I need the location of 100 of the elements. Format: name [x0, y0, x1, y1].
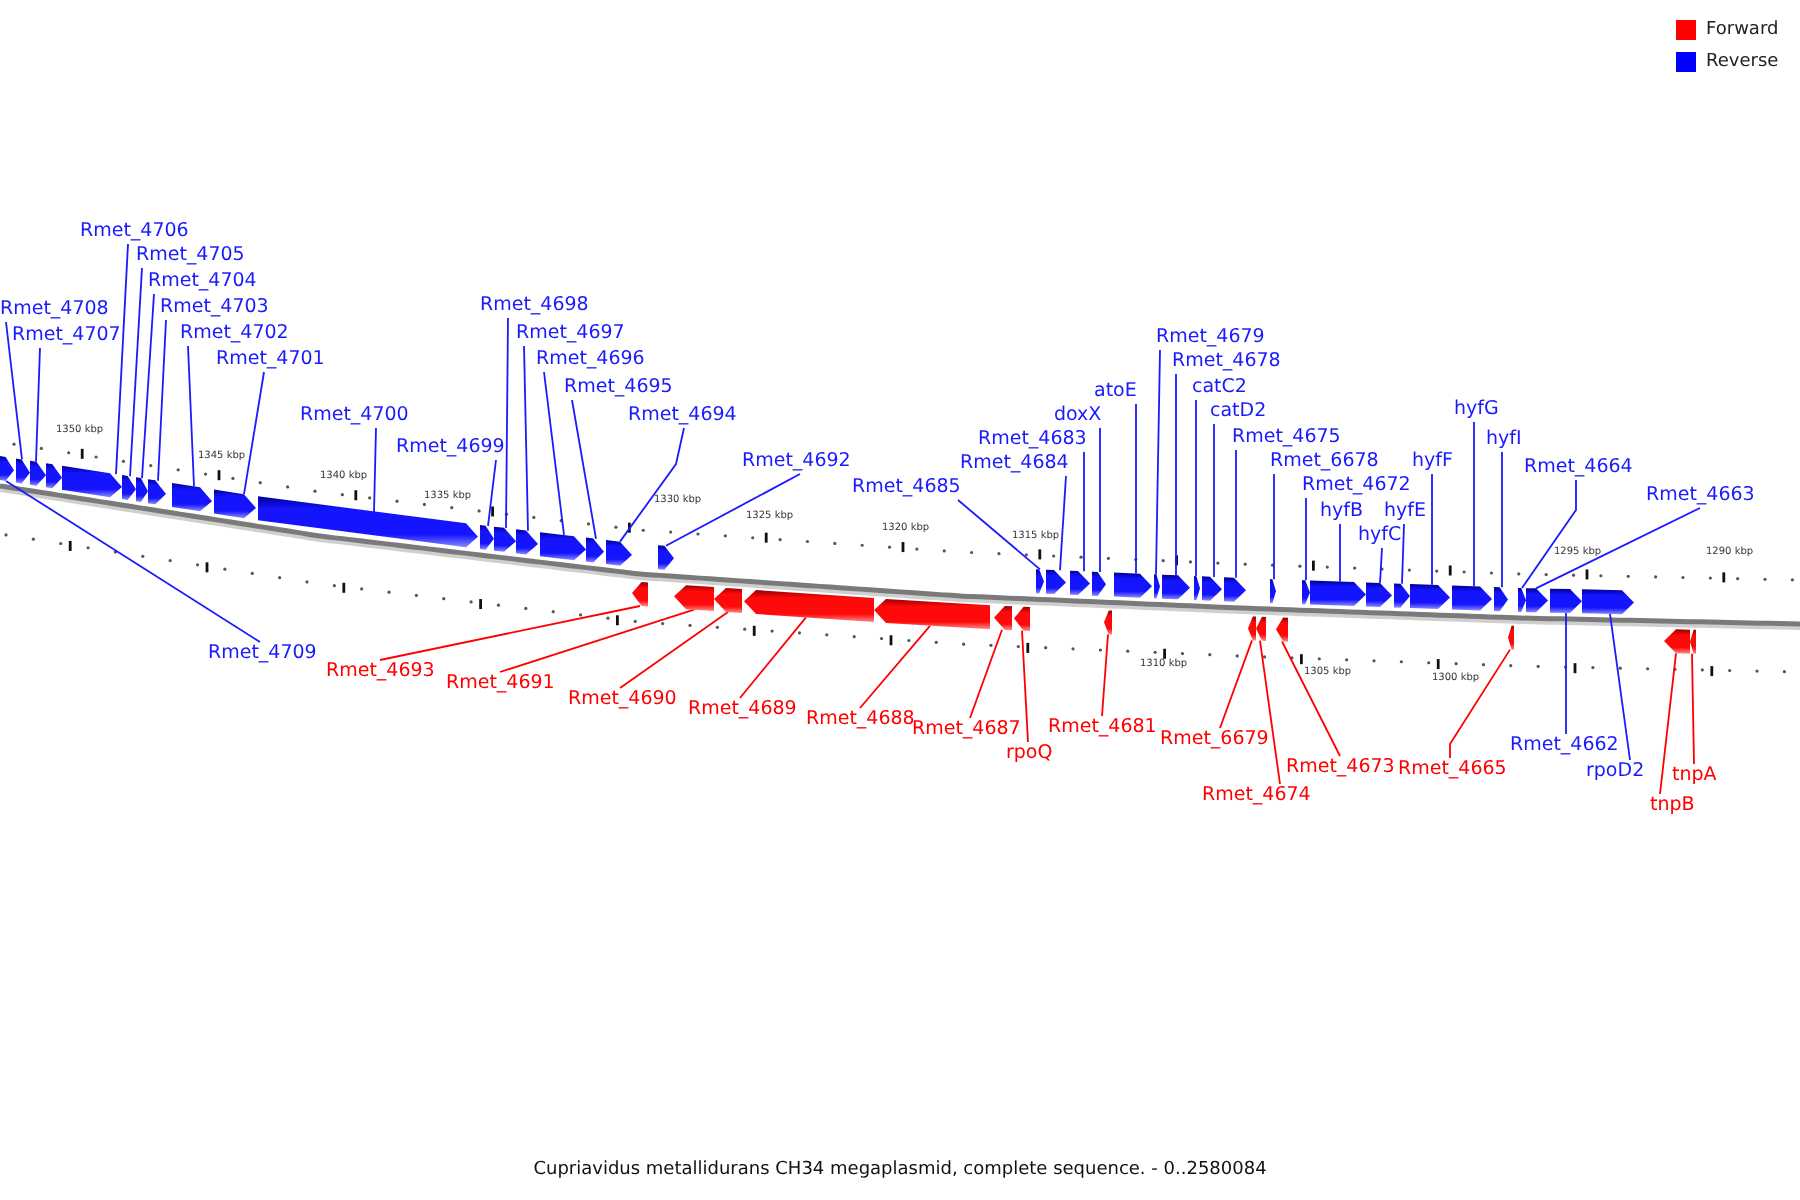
gene-label: Rmet_4674 — [1202, 784, 1311, 808]
gene-label: Rmet_4702 — [180, 322, 289, 346]
gene-label: Rmet_4691 — [446, 672, 555, 696]
leader-line — [487, 459, 497, 527]
gene-label: Rmet_4685 — [852, 476, 961, 500]
gene-label: Rmet_4697 — [516, 322, 625, 346]
gene-block — [1508, 625, 1514, 650]
leader-line — [1449, 648, 1511, 759]
gene-label: Rmet_4678 — [1172, 350, 1281, 374]
leader-line — [1691, 652, 1695, 765]
gene-label: Rmet_4692 — [742, 450, 851, 474]
leader-line — [1565, 612, 1567, 735]
gene-label: hyfG — [1454, 398, 1499, 422]
gene-block — [874, 598, 990, 630]
gene-label: Rmet_4681 — [1048, 716, 1157, 740]
leader-line — [1431, 473, 1433, 586]
legend-label: Forward — [1706, 19, 1779, 41]
gene-block — [30, 460, 46, 486]
leader-line — [1175, 373, 1177, 577]
gene-label: catC2 — [1192, 376, 1247, 400]
gene-label: Rmet_4687 — [912, 718, 1021, 742]
leader-line — [115, 243, 129, 476]
leader-line — [859, 625, 931, 709]
leader-line — [739, 616, 807, 699]
gene-block — [1550, 588, 1582, 614]
gene-label: Rmet_4694 — [628, 404, 737, 428]
leader-line — [1401, 523, 1405, 585]
gene-label: Rmet_4708 — [0, 298, 109, 322]
gene-label: Rmet_4704 — [148, 270, 257, 294]
legend-label: Reverse — [1706, 51, 1779, 73]
gene-block — [1092, 571, 1106, 596]
leader-line — [373, 427, 377, 514]
gene-label: Rmet_4706 — [80, 220, 189, 244]
gene-label: tnpB — [1650, 794, 1695, 818]
gene-block — [674, 585, 714, 612]
leader-line — [543, 371, 565, 536]
leader-line — [1501, 451, 1503, 589]
leader-line — [665, 473, 801, 547]
gene-label: Rmet_4690 — [568, 688, 677, 712]
gene-label: Rmet_6678 — [1270, 450, 1379, 474]
leader-line — [5, 321, 23, 461]
leader-line — [1273, 473, 1275, 581]
leader-line — [1609, 613, 1631, 761]
gene-block — [1256, 616, 1266, 641]
gene-label: Rmet_6679 — [1160, 728, 1269, 752]
gene-label: atoE — [1094, 380, 1137, 404]
gene-block — [1224, 577, 1246, 602]
gene-label: Rmet_4700 — [300, 404, 409, 428]
leader-line — [187, 345, 195, 488]
gene-label: tnpA — [1672, 764, 1717, 788]
gene-block — [136, 477, 148, 502]
gene-block — [658, 545, 674, 570]
leader-line — [1281, 640, 1341, 757]
gene-block — [1104, 610, 1112, 635]
gene-label: hyfC — [1358, 524, 1402, 548]
gene-block — [494, 526, 516, 552]
leader-line — [141, 293, 155, 480]
leader-line — [523, 345, 529, 532]
gene-label: Rmet_4663 — [1646, 484, 1755, 508]
leader-line — [571, 399, 597, 540]
leader-line — [243, 371, 265, 496]
gene-block — [172, 482, 212, 512]
gene-label: Rmet_4705 — [136, 244, 245, 268]
gene-label: Rmet_4693 — [326, 660, 435, 684]
gene-label: Rmet_4703 — [160, 296, 269, 320]
leader-line — [1535, 507, 1701, 590]
gene-block — [1248, 616, 1256, 641]
gene-label: Rmet_4664 — [1524, 456, 1633, 480]
gene-block — [1070, 570, 1090, 596]
gene-block — [1270, 579, 1276, 604]
leader-line — [1099, 427, 1101, 573]
gene-block — [1664, 629, 1690, 654]
leader-line — [157, 319, 167, 482]
leader-line — [1101, 633, 1109, 717]
gene-block — [258, 496, 478, 548]
leader-line — [619, 427, 685, 543]
gene-label: Rmet_4689 — [688, 698, 797, 722]
gene-block — [606, 539, 632, 566]
leader-line — [1213, 423, 1215, 578]
gene-block — [16, 458, 30, 484]
gene-block — [632, 582, 648, 607]
leader-line — [1235, 449, 1237, 579]
gene-block — [1526, 588, 1548, 613]
leader-line — [35, 347, 41, 463]
gene-label: Rmet_4688 — [806, 708, 915, 732]
leader-line — [1521, 479, 1577, 589]
leader-line — [1379, 547, 1383, 584]
leader-line — [1219, 639, 1253, 729]
gene-block — [214, 489, 256, 519]
gene-label: Rmet_4675 — [1232, 426, 1341, 450]
leader-line — [1021, 629, 1029, 743]
gene-label: Rmet_4696 — [536, 348, 645, 372]
leader-line — [499, 608, 695, 673]
gene-label: Rmet_4683 — [978, 428, 1087, 452]
gene-block — [1366, 582, 1392, 607]
leader-line — [1195, 399, 1197, 577]
leader-line — [957, 499, 1041, 571]
gene-block — [1114, 572, 1152, 598]
gene-block — [1162, 574, 1190, 600]
gene-label: rpoD2 — [1586, 760, 1645, 784]
